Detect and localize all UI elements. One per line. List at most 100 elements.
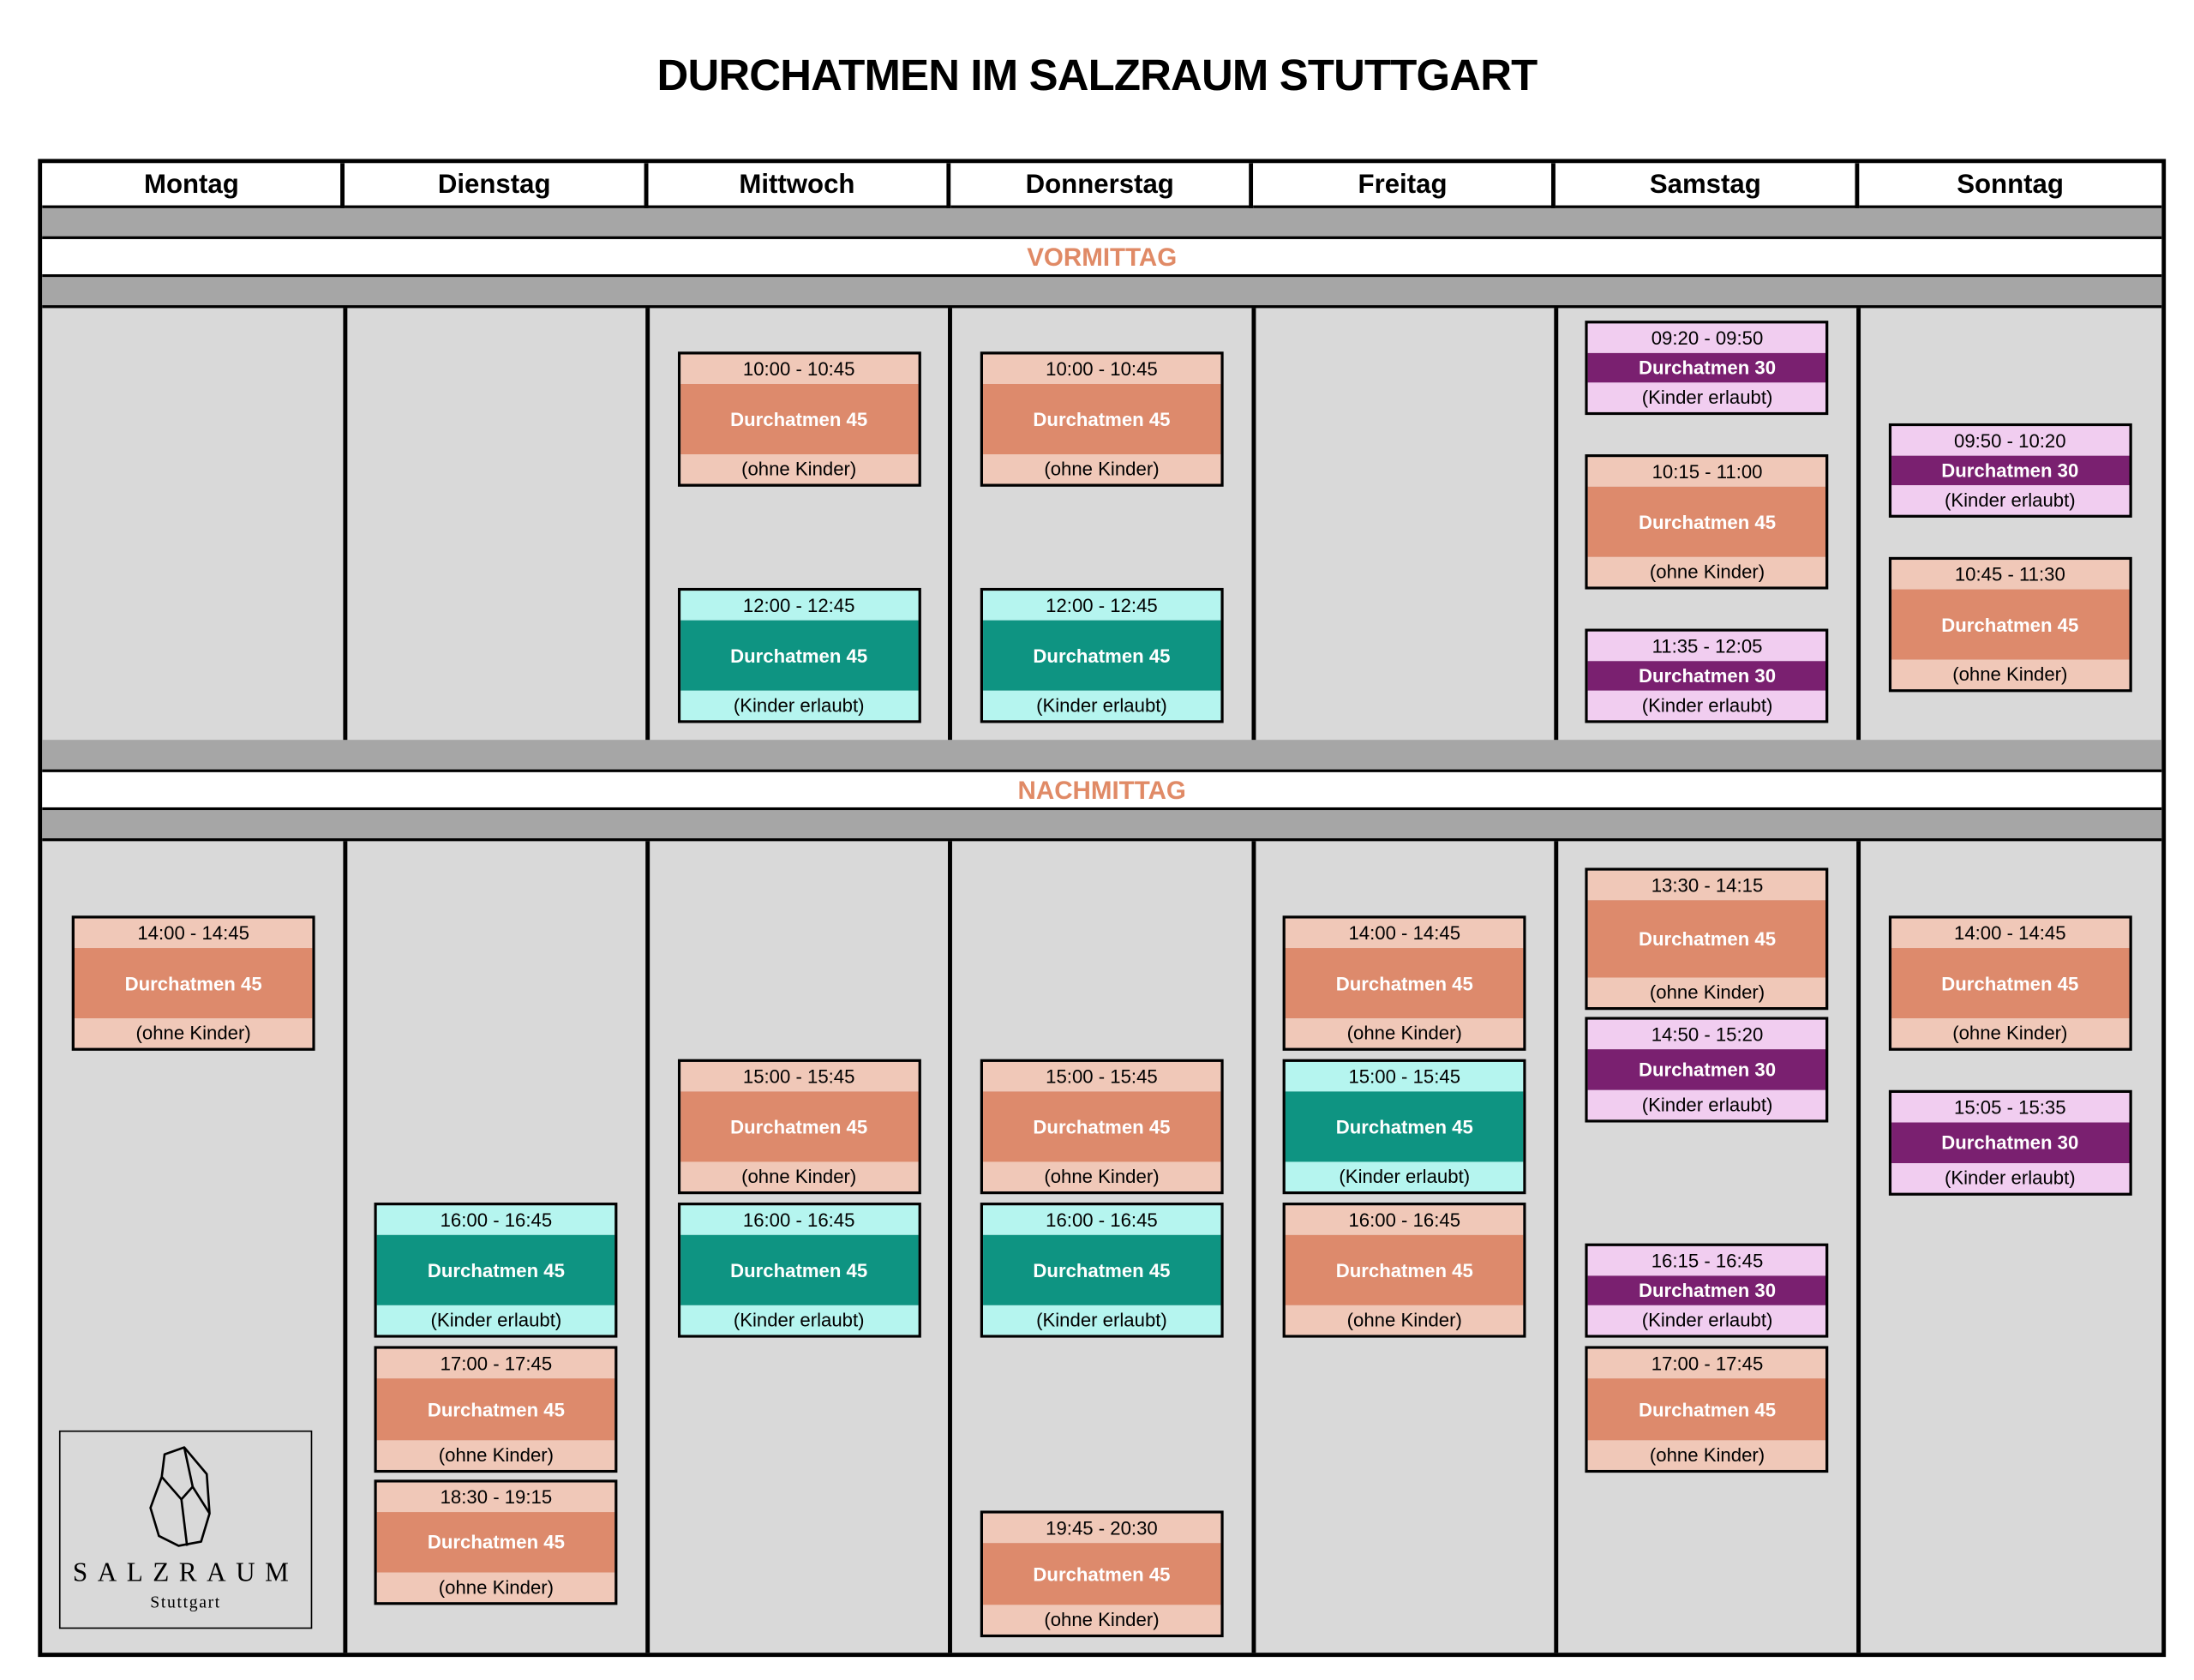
session-name: Durchatmen 45 [1286,1091,1524,1162]
day-header-dienstag: Dienstag [345,163,648,208]
session-note: (Kinder erlaubt) [680,1305,918,1335]
session-name: Durchatmen 45 [982,1091,1221,1162]
session-name: Durchatmen 45 [982,620,1221,691]
session-name: Durchatmen 30 [1588,1275,1826,1305]
session-time: 14:00 - 14:45 [1891,918,2129,949]
session-time: 19:45 - 20:30 [982,1513,1221,1544]
session-name: Durchatmen 45 [680,383,918,455]
session-time: 16:15 - 16:45 [1588,1245,1826,1276]
logo-subtitle: Stuttgart [150,1592,221,1612]
separator-bar [42,277,2162,309]
session-note: (ohne Kinder) [377,1440,615,1470]
separator-bar [42,207,2162,239]
separator-bar [42,810,2162,842]
session-note: (ohne Kinder) [377,1572,615,1603]
session-time: 15:00 - 15:45 [680,1061,918,1092]
session-name: Durchatmen 30 [1588,1049,1826,1090]
session-name: Durchatmen 45 [1588,486,1826,557]
session-time: 17:00 - 17:45 [377,1348,615,1379]
session-name: Durchatmen 45 [377,1234,615,1305]
session-time: 10:15 - 11:00 [1588,457,1826,487]
day-header-donnerstag: Donnerstag [950,163,1254,208]
session-note: (Kinder erlaubt) [1588,382,1826,412]
day-header-samstag: Samstag [1556,163,1859,208]
session-name: Durchatmen 45 [982,383,1221,455]
session-name: Durchatmen 45 [74,948,313,1019]
session-time: 16:00 - 16:45 [1286,1205,1524,1235]
session-time: 18:30 - 19:15 [377,1482,615,1513]
session-time: 17:00 - 17:45 [1588,1348,1826,1379]
session-note: (Kinder erlaubt) [1891,1163,2129,1193]
section-afternoon-label: NACHMITTAG [42,771,2162,811]
session-note: (Kinder erlaubt) [1286,1161,1524,1191]
session-note: (ohne Kinder) [1891,659,2129,690]
session-note: (ohne Kinder) [1588,556,1826,587]
session-name: Durchatmen 45 [1286,948,1524,1019]
session-note: (Kinder erlaubt) [1891,485,2129,515]
session-time: 16:00 - 16:45 [377,1205,615,1235]
session-name: Durchatmen 30 [1891,1122,2129,1164]
session-name: Durchatmen 45 [680,1234,918,1305]
session-name: Durchatmen 45 [982,1234,1221,1305]
session-note: (ohne Kinder) [982,454,1221,484]
session-name: Durchatmen 45 [1588,1378,1826,1441]
column-divider [343,308,347,741]
session-note: (Kinder erlaubt) [680,690,918,721]
session-note: (ohne Kinder) [74,1018,313,1048]
session-note: (ohne Kinder) [680,1161,918,1191]
session-note: (Kinder erlaubt) [1588,1305,1826,1335]
session-note: (Kinder erlaubt) [982,1305,1221,1335]
day-header-montag: Montag [42,163,345,208]
session-time: 12:00 - 12:45 [680,591,918,621]
session-time: 15:05 - 15:35 [1891,1093,2129,1123]
session-time: 11:35 - 12:05 [1588,631,1826,662]
session-name: Durchatmen 45 [1891,948,2129,1019]
session-name: Durchatmen 45 [1286,1234,1524,1305]
session-name: Durchatmen 45 [1588,900,1826,978]
session-name: Durchatmen 30 [1588,661,1826,691]
session-time: 14:00 - 14:45 [1286,918,1524,949]
column-divider [343,841,347,1653]
session-time: 09:20 - 09:50 [1588,323,1826,353]
session-name: Durchatmen 45 [377,1512,615,1573]
column-divider [645,308,650,741]
column-divider [1554,308,1559,741]
session-name: Durchatmen 45 [377,1378,615,1441]
session-name: Durchatmen 45 [680,1091,918,1162]
page-title: DURCHATMEN IM SALZRAUM STUTTGART [656,51,1538,100]
session-time: 15:00 - 15:45 [1286,1061,1524,1092]
column-divider [948,308,953,741]
day-header-sonntag: Sonntag [1858,163,2162,208]
session-time: 09:50 - 10:20 [1891,426,2129,456]
column-divider [645,841,650,1653]
session-time: 10:45 - 11:30 [1891,560,2129,590]
